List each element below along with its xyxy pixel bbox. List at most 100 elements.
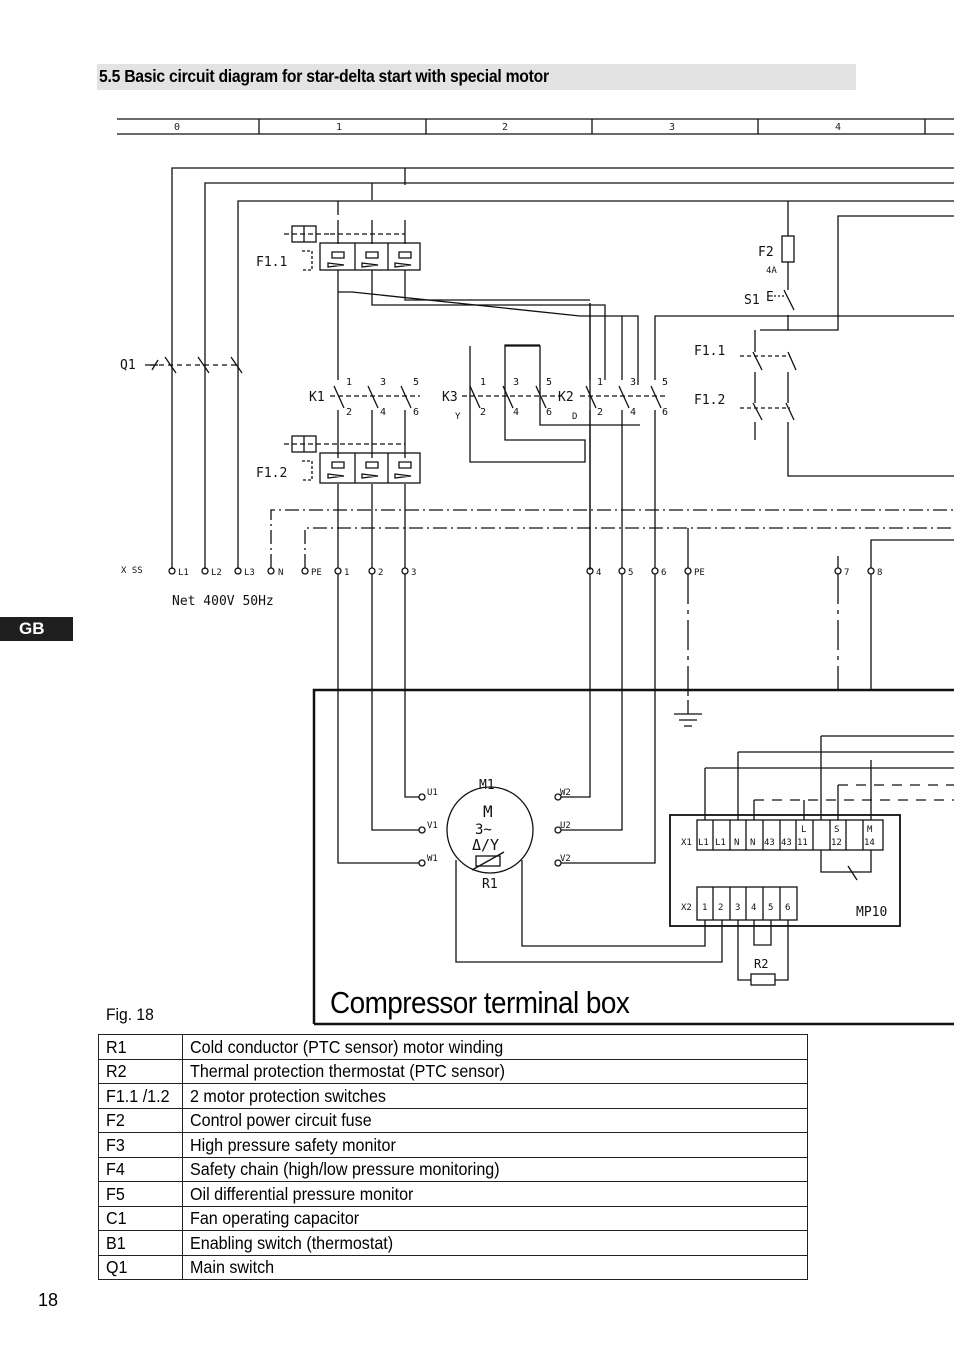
legend-code: F2 <box>98 1107 183 1133</box>
compressor-terminal-box <box>312 688 954 1026</box>
control-circuit: F2 4A S1 E F1.1 F1.2 <box>694 201 954 477</box>
svg-text:6: 6 <box>785 903 790 913</box>
table-row: C1 Fan operating capacitor <box>98 1205 808 1231</box>
section-title-bar <box>97 64 856 90</box>
svg-text:11: 11 <box>797 838 808 848</box>
svg-text:5: 5 <box>413 377 419 388</box>
legend-description: Oil differential pressure monitor <box>182 1181 808 1207</box>
svg-text:U2: U2 <box>560 821 571 831</box>
legend-code: F1.1 /1.2 <box>98 1083 183 1109</box>
legend-code: F3 <box>98 1132 183 1158</box>
svg-text:4: 4 <box>630 407 636 418</box>
svg-text:L3: L3 <box>244 568 255 578</box>
legend-code: Q1 <box>98 1254 183 1280</box>
k3-star-contactor: K3 Y 1 3 5 2 4 6 <box>442 344 640 463</box>
motor-wiring: U1 V1 W1 W2 U2 V2 <box>337 574 872 867</box>
table-row: R1 Cold conductor (PTC sensor) motor win… <box>98 1034 808 1060</box>
svg-text:W1: W1 <box>427 854 438 864</box>
q1-main-switch: Q1 <box>120 356 243 374</box>
svg-text:3: 3 <box>411 568 416 578</box>
legend-code: R1 <box>98 1034 183 1060</box>
table-row: F3 High pressure safety monitor <box>98 1132 808 1158</box>
svg-text:M: M <box>867 825 873 835</box>
svg-text:1: 1 <box>346 377 352 388</box>
mp10-module: X1 L1 L1 N N 43 43 11 12 14 L S M X2 1 2… <box>669 735 954 986</box>
svg-text:8: 8 <box>877 568 882 578</box>
f2-rating: 4A <box>766 266 777 276</box>
svg-text:6: 6 <box>661 568 666 578</box>
language-tab[interactable]: GB <box>0 617 73 641</box>
terminal-strip: X SS L1 L2 L3 N PE 1 2 3 4 5 6 PE 7 8 Ne… <box>121 566 882 609</box>
legend-code: F5 <box>98 1181 183 1207</box>
table-row: F1.1 /1.2 2 motor protection switches <box>98 1083 808 1109</box>
svg-text:6: 6 <box>413 407 419 418</box>
table-row: R2 Thermal protection thermostat (PTC se… <box>98 1058 808 1084</box>
svg-text:2: 2 <box>480 407 486 418</box>
figure-label: Fig. 18 <box>106 1005 154 1024</box>
table-row: F2 Control power circuit fuse <box>98 1107 808 1133</box>
f1-1-motor-protection: F1.1 <box>256 225 421 271</box>
ruler-number: 4 <box>835 122 841 133</box>
legend-table: R1 Cold conductor (PTC sensor) motor win… <box>98 1034 808 1280</box>
k1-contactor: K1 1 3 5 2 4 6 <box>309 377 420 418</box>
legend-description: Fan operating capacitor <box>182 1205 808 1231</box>
s1-mark: E <box>766 290 774 305</box>
r1-label: R1 <box>482 877 498 892</box>
svg-text:7: 7 <box>844 568 849 578</box>
svg-text:2: 2 <box>718 903 723 913</box>
svg-text:PE: PE <box>694 568 705 578</box>
legend-description: Main switch <box>182 1254 808 1280</box>
svg-text:X2: X2 <box>681 903 692 913</box>
svg-text:3: 3 <box>630 377 636 388</box>
svg-text:12: 12 <box>831 838 842 848</box>
legend-description: Thermal protection thermostat (PTC senso… <box>182 1058 808 1084</box>
svg-text:1: 1 <box>702 903 707 913</box>
legend-description: 2 motor protection switches <box>182 1083 808 1109</box>
svg-text:5: 5 <box>628 568 633 578</box>
section-title: 5.5 Basic circuit diagram for star-delta… <box>99 66 549 86</box>
svg-text:43: 43 <box>781 838 792 848</box>
f1-1-label: F1.1 <box>256 255 287 270</box>
svg-text:L1: L1 <box>715 838 726 848</box>
ruler-number: 2 <box>502 122 508 133</box>
svg-text:L1: L1 <box>698 838 709 848</box>
svg-text:43: 43 <box>764 838 775 848</box>
svg-text:L: L <box>801 825 806 835</box>
k3-sub: Y <box>455 412 461 422</box>
f1-1-ctrl-label: F1.1 <box>694 344 725 359</box>
table-row: B1 Enabling switch (thermostat) <box>98 1230 808 1256</box>
ruler-number: 3 <box>669 122 675 133</box>
terminal-box-label: Compressor terminal box <box>330 985 630 1020</box>
svg-text:3: 3 <box>513 377 519 388</box>
ruler-number: 0 <box>174 122 180 133</box>
svg-text:L2: L2 <box>211 568 222 578</box>
motor-name: M1 <box>479 778 495 793</box>
svg-text:N: N <box>278 568 283 578</box>
svg-text:4: 4 <box>596 568 601 578</box>
legend-description: Cold conductor (PTC sensor) motor windin… <box>182 1034 808 1060</box>
svg-text:N: N <box>750 838 755 848</box>
f1-2-label: F1.2 <box>256 466 287 481</box>
svg-text:3: 3 <box>735 903 740 913</box>
svg-text:3: 3 <box>380 377 386 388</box>
motor-symbol: M <box>483 802 493 821</box>
svg-text:1: 1 <box>344 568 349 578</box>
motor-m1: M1 M 3~ Δ/Y R1 <box>446 778 723 963</box>
motor-phase: 3~ <box>475 822 492 838</box>
svg-text:4: 4 <box>513 407 519 418</box>
svg-text:14: 14 <box>864 838 875 848</box>
svg-text:6: 6 <box>662 407 668 418</box>
legend-description: High pressure safety monitor <box>182 1132 808 1158</box>
svg-text:6: 6 <box>546 407 552 418</box>
k1-label: K1 <box>309 390 325 405</box>
q1-label: Q1 <box>120 358 136 373</box>
svg-text:1: 1 <box>480 377 486 388</box>
s1-label: S1 <box>744 293 760 308</box>
k2-sub: D <box>572 412 577 422</box>
svg-text:4: 4 <box>751 903 756 913</box>
svg-text:X1: X1 <box>681 838 692 848</box>
supply-bus <box>171 167 954 569</box>
svg-text:V1: V1 <box>427 821 438 831</box>
main-circuit-wiring <box>337 220 639 570</box>
legend-code: C1 <box>98 1205 183 1231</box>
